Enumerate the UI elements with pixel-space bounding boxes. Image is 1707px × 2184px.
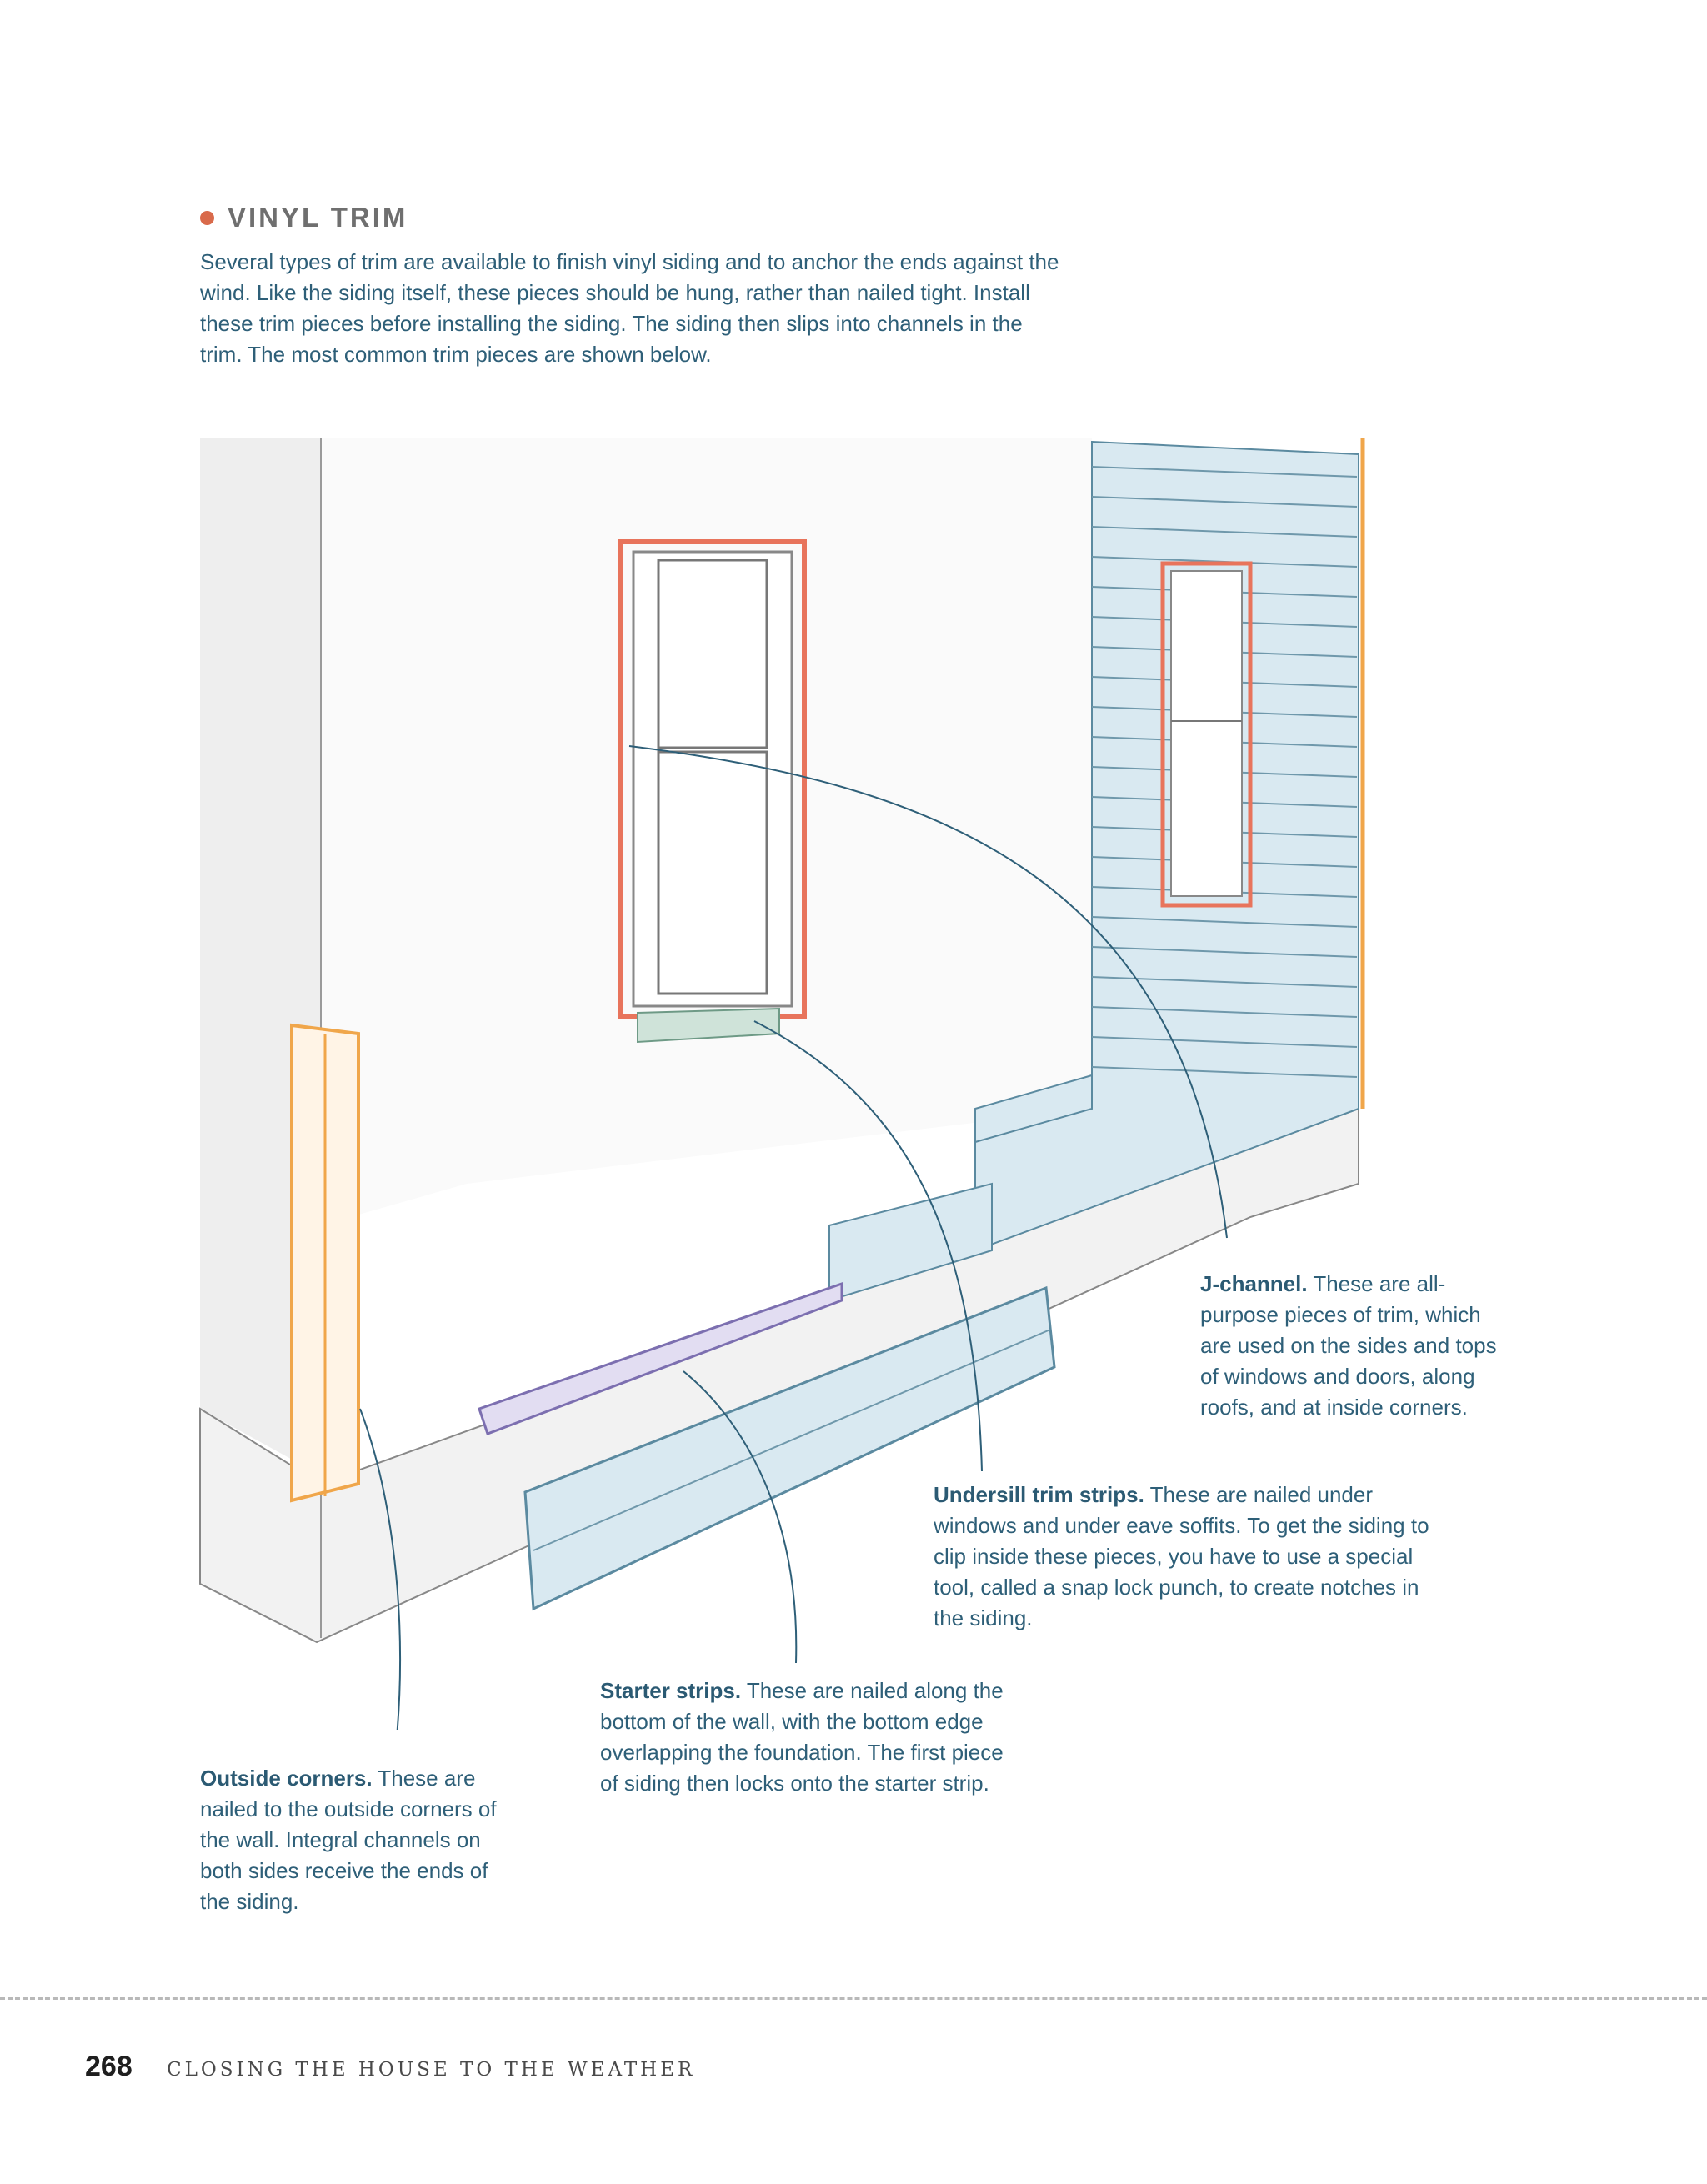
- callout-term: Starter strips.: [600, 1678, 742, 1703]
- intro-paragraph: Several types of trim are available to f…: [200, 249, 1059, 367]
- callout-text: These are nailed under windows and under…: [934, 1482, 1429, 1630]
- callout-term: Undersill trim strips.: [934, 1482, 1144, 1507]
- callout-term: Outside corners.: [200, 1766, 373, 1791]
- callout-j-channel: J-channel. These are all-purpose pieces …: [1200, 1269, 1517, 1423]
- right-window-j-channel: [1160, 561, 1253, 908]
- running-head: CLOSING THE HOUSE TO THE WEATHER: [167, 2059, 696, 2081]
- loose-siding-piece: [523, 1285, 1056, 1611]
- callout-text: These are all-purpose pieces of trim, wh…: [1200, 1271, 1497, 1420]
- siding-lower-step: [828, 1182, 993, 1302]
- bullet-icon: [200, 210, 214, 225]
- siding-lower-step-2: [974, 1074, 1093, 1144]
- callout-text: These are nailed to the outside corners …: [200, 1766, 497, 1914]
- callout-outside-corners: Outside corners. These are nailed to the…: [200, 1763, 517, 1917]
- right-window-frame: [1170, 570, 1243, 897]
- undersill-leader: [753, 1020, 983, 1472]
- outside-corner-leader: [359, 1408, 401, 1730]
- callout-text: These are nailed along the bottom of the…: [600, 1678, 1004, 1796]
- section-heading: VINYL TRIM: [200, 202, 408, 233]
- j-channel-leader: [628, 745, 1228, 1239]
- callout-starter: Starter strips. These are nailed along t…: [600, 1676, 1017, 1799]
- siding-course-line: [1091, 1006, 1358, 1018]
- starter-leader: [683, 1370, 798, 1664]
- callout-undersill: Undersill trim strips. These are nailed …: [934, 1480, 1434, 1634]
- siding-course-line: [1091, 496, 1358, 508]
- siding-course-line: [1091, 466, 1358, 478]
- siding-course-line: [1091, 946, 1358, 958]
- left-window-undersill: [637, 1007, 780, 1044]
- section-title: VINYL TRIM: [228, 202, 408, 233]
- footer-divider: [0, 1997, 1707, 2000]
- starter-strip: [478, 1281, 843, 1435]
- callout-term: J-channel.: [1200, 1271, 1308, 1296]
- siding-course-line: [1091, 916, 1358, 928]
- vinyl-trim-illustration: [199, 438, 1365, 1730]
- page-number: 268: [85, 2051, 133, 2082]
- siding-course-line: [1091, 526, 1358, 538]
- siding-course-line: [1091, 1036, 1358, 1048]
- left-window-frame: [632, 550, 793, 1008]
- siding-course-line: [1091, 1066, 1358, 1078]
